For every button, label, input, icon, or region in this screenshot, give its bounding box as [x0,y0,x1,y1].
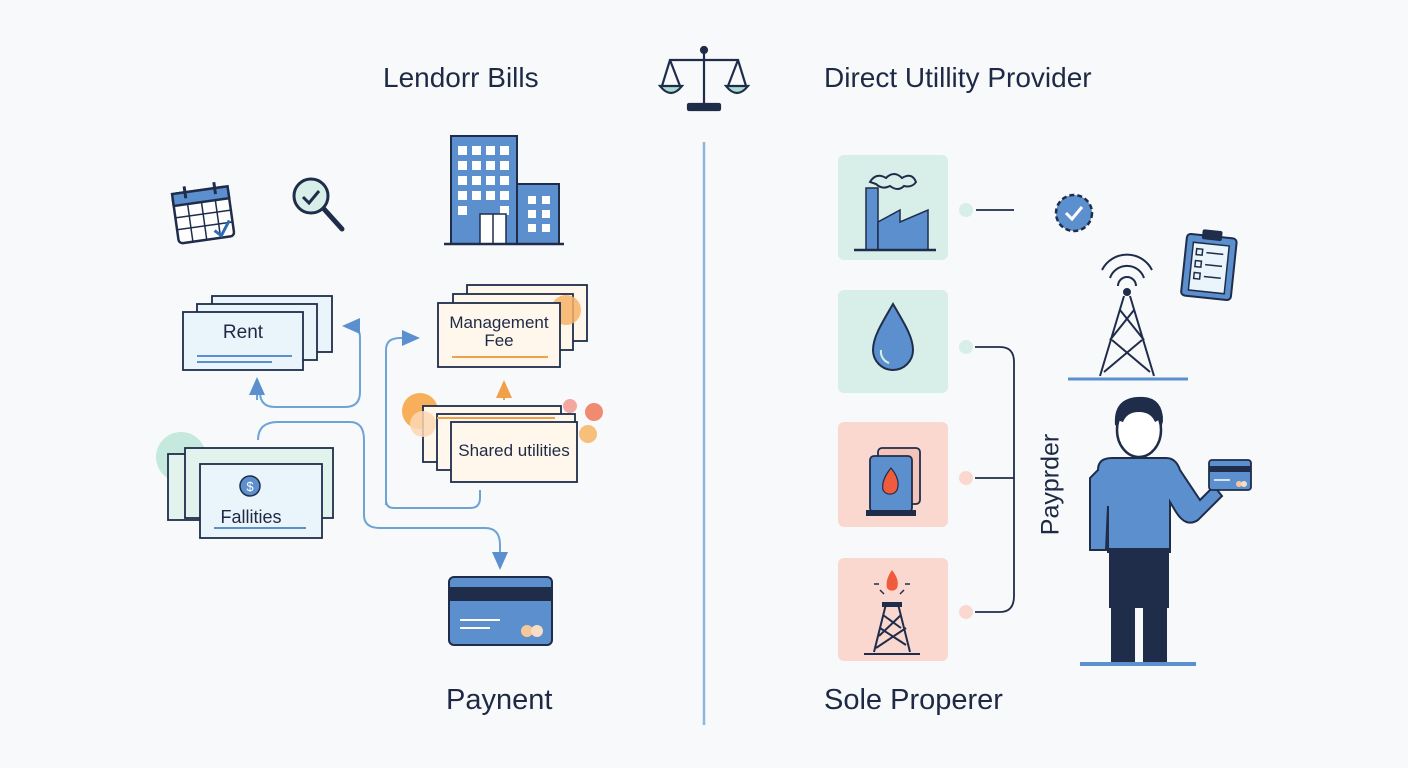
payment-label: Paynent [446,684,553,716]
building-window [542,224,550,232]
left-connectors [249,318,508,570]
building-window [542,210,550,218]
magnifier-check-icon [292,177,345,232]
scales-icon [657,45,751,112]
credit-card-icon [448,576,553,646]
svg-text:$: $ [246,479,254,494]
facilities-card-label: Fallities [220,507,282,527]
office-building-icon [444,135,564,246]
building-window [528,196,536,204]
building-window [458,206,467,215]
building-window [528,210,536,218]
building-window [500,191,509,200]
person-icon [1080,396,1224,666]
handheld-card-icon [1208,459,1252,491]
clipboard-checklist-icon [1180,229,1238,302]
building-window [500,161,509,170]
building-window [458,191,467,200]
left-title: Lendorr Bills [383,62,539,93]
building-window [486,161,495,170]
building-window [500,146,509,155]
shared-utilities-card-stack [402,393,603,483]
building-window [472,161,481,170]
factory-tile [838,155,948,260]
rent-card-stack [182,295,333,371]
payprder-vertical-label: Payprder [1036,433,1065,536]
building-window [486,146,495,155]
building-window [458,146,467,155]
building-window [472,146,481,155]
building-window [500,206,509,215]
right-title: Direct Utillity Provider [824,62,1092,93]
rent-card-label: Rent [222,322,264,343]
shared-utilities-card-label: Shared utilities [458,441,570,460]
building-window [458,176,467,185]
water-tile [838,290,948,393]
management-fee-label-line1: Management [449,313,549,332]
management-fee-label-line2: Fee [484,331,514,350]
oil-rig-tile [838,558,948,661]
building-window [458,161,467,170]
calendar-icon [170,181,236,245]
management-fee-card-stack [437,284,588,368]
building-window [486,191,495,200]
gas-tank-tile [838,422,948,527]
building-window [472,191,481,200]
check-badge-icon [1054,193,1094,233]
building-window [500,176,509,185]
building-window [542,196,550,204]
building-window [472,176,481,185]
right-connectors [959,203,1015,619]
facilities-card-stack: $ [156,432,334,539]
cell-tower-icon [1068,253,1188,381]
building-window [528,224,536,232]
building-window [486,176,495,185]
sole-proprietor-label: Sole Properer [824,684,1003,716]
